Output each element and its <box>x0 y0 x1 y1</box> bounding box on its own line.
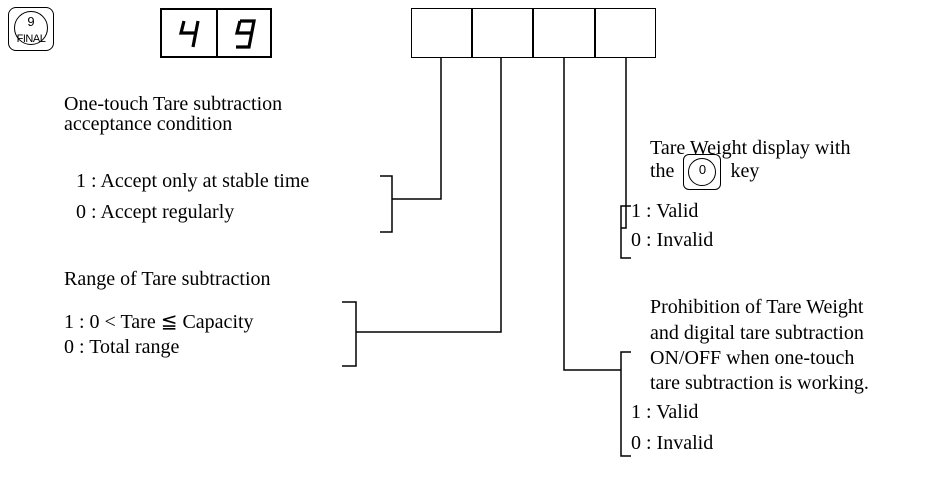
acceptance-option-0: 0 : Accept regularly <box>76 201 235 223</box>
prohibition-title-line4: tare subtraction is working. <box>650 372 869 394</box>
tare-display-title-line2: the 0 key <box>650 153 760 191</box>
setting-boxes <box>411 8 656 58</box>
prohibition-title-line3: ON/OFF when one-touch <box>650 347 855 369</box>
bracket-prohibition <box>620 351 631 457</box>
tare-display-option-0: 0 : Invalid <box>631 229 714 251</box>
connector-box4 <box>621 58 627 229</box>
tare-display-prefix: the <box>650 160 675 182</box>
acceptance-title-line1: One-touch Tare subtraction <box>64 93 283 115</box>
digit-4-segments <box>178 20 200 48</box>
prohibition-option-0: 0 : Invalid <box>631 432 714 454</box>
acceptance-title-line2: acceptance condition <box>64 113 233 135</box>
connector-box3 <box>563 58 621 371</box>
display-separator <box>216 10 218 56</box>
prohibition-title-line1: Prohibition of Tare Weight <box>650 296 864 318</box>
box-divider <box>594 9 596 57</box>
zero-key-symbol: 0 <box>688 158 717 187</box>
zero-key-icon: 0 <box>683 154 722 191</box>
range-option-0: 0 : Total range <box>64 336 180 358</box>
connector-box1 <box>392 58 442 200</box>
range-title: Range of Tare subtraction <box>64 268 271 290</box>
tare-display-suffix: key <box>730 160 760 182</box>
final-key-circle: 9 FINAL <box>14 11 48 45</box>
acceptance-option-1: 1 : Accept only at stable time <box>76 170 310 192</box>
prohibition-option-1: 1 : Valid <box>631 401 699 423</box>
bracket-tare-display <box>620 205 631 259</box>
prohibition-title-line2: and digital tare subtraction <box>650 322 864 344</box>
digit-9-segments <box>234 19 256 49</box>
final-key-icon: 9 FINAL <box>8 7 54 51</box>
tare-display-option-1: 1 : Valid <box>631 200 699 222</box>
box-divider <box>471 9 473 57</box>
tare-display-title-line1: Tare Weight display with <box>650 137 851 159</box>
connector-box2 <box>356 58 502 333</box>
box-divider <box>532 9 534 57</box>
bracket-range <box>342 301 357 367</box>
bracket-acceptance <box>380 175 393 233</box>
final-key-label: FINAL <box>16 33 46 45</box>
seven-segment-display: 4 9 <box>160 8 272 58</box>
final-key-number: 9 <box>27 14 35 29</box>
range-option-1: 1 : 0 < Tare ≦ Capacity <box>64 311 254 333</box>
